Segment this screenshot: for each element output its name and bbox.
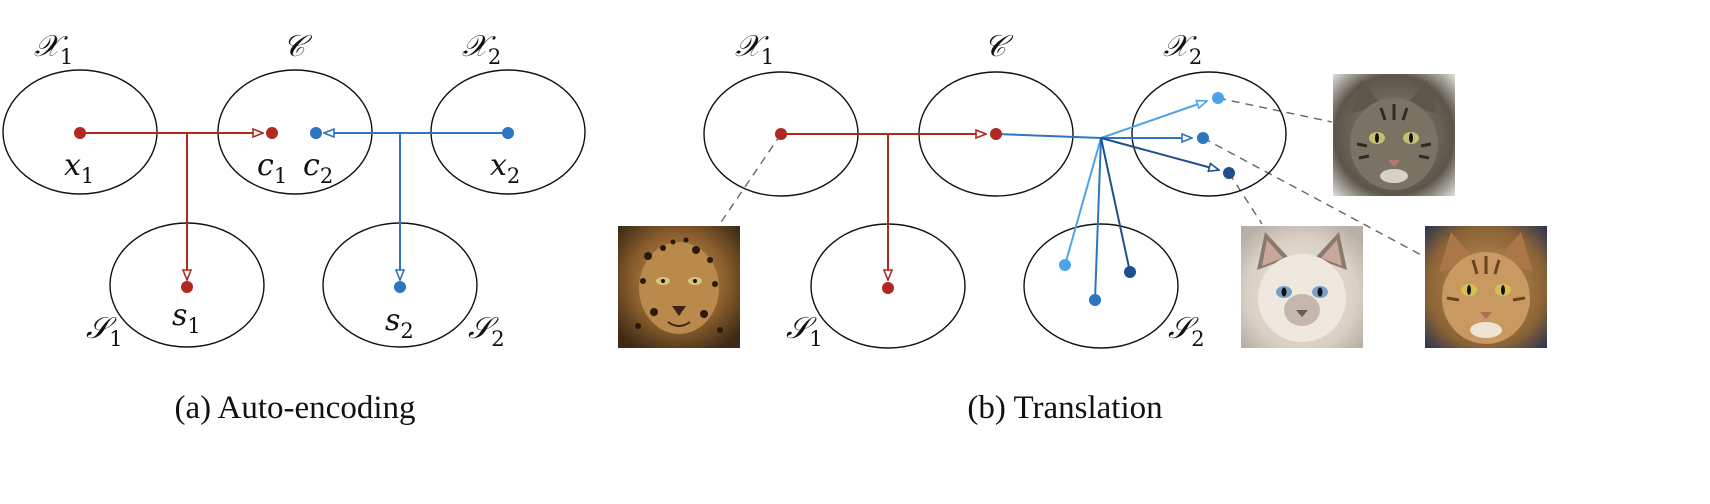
point-style-s1 xyxy=(882,282,894,294)
label-point-s2: s2 xyxy=(385,303,414,343)
point-content-c xyxy=(990,128,1002,140)
set-x2-ellipse-b xyxy=(1131,71,1287,197)
leopard-face-photo xyxy=(618,226,740,348)
tabby-cat-face-photo xyxy=(1333,74,1455,196)
orange-tabby-cat-face-photo xyxy=(1425,226,1547,348)
label-set-s1: 𝒮1 xyxy=(86,311,123,351)
point-s2 xyxy=(394,281,406,293)
label-point-c1: c1 xyxy=(257,148,287,188)
label-point-x1: x1 xyxy=(64,148,94,188)
caption-translation: (b) Translation xyxy=(967,390,1162,426)
guide-target3-to-siamese xyxy=(1228,172,1263,225)
set-s2-ellipse-b xyxy=(1023,223,1179,349)
label-set-x2-b: 𝒳2 xyxy=(1163,29,1202,69)
caption-auto-encoding: (a) Auto-encoding xyxy=(174,390,415,426)
point-x1 xyxy=(74,127,86,139)
point-output-1 xyxy=(1212,92,1224,104)
point-style-sample-1 xyxy=(1059,259,1071,271)
label-set-c: 𝒞 xyxy=(283,29,313,64)
label-set-c-b: 𝒞 xyxy=(984,29,1014,64)
style-sample-3-line xyxy=(1100,137,1131,273)
label-set-s2-b: 𝒮2 xyxy=(1168,311,1205,351)
panel-auto-encoding: 𝒳1 𝒞 𝒳2 𝒮1 𝒮2 x1 c1 c2 x2 s1 s2 (a) Auto… xyxy=(2,29,586,426)
point-c1 xyxy=(266,127,278,139)
label-set-x1-b: 𝒳1 xyxy=(735,29,774,69)
label-set-s2: 𝒮2 xyxy=(468,311,505,351)
point-s1 xyxy=(181,281,193,293)
point-style-sample-2 xyxy=(1089,294,1101,306)
content-to-decoder-line xyxy=(995,133,1102,139)
label-set-s1-b: 𝒮1 xyxy=(786,311,823,351)
translation-arrow-1 xyxy=(1100,101,1207,139)
guide-target1-to-tabby xyxy=(1217,97,1333,123)
style-sample-1-line xyxy=(1064,137,1102,266)
style-sample-2-line xyxy=(1094,137,1102,301)
point-source-x1 xyxy=(775,128,787,140)
point-x2 xyxy=(502,127,514,139)
label-point-c2: c2 xyxy=(303,148,333,188)
point-c2 xyxy=(310,127,322,139)
label-point-x2: x2 xyxy=(490,148,520,188)
label-set-x1: 𝒳1 xyxy=(34,29,73,69)
label-point-s1: s1 xyxy=(172,298,201,338)
translation-arrow-3 xyxy=(1100,137,1219,170)
label-set-x2: 𝒳2 xyxy=(462,29,501,69)
point-output-2 xyxy=(1197,132,1209,144)
guide-source-to-leopard xyxy=(716,133,782,229)
point-output-3 xyxy=(1223,167,1235,179)
point-style-sample-3 xyxy=(1124,266,1136,278)
panel-translation: 𝒳1 𝒞 𝒳2 𝒮1 𝒮2 xyxy=(618,29,1547,426)
siamese-cat-face-photo xyxy=(1241,226,1363,348)
